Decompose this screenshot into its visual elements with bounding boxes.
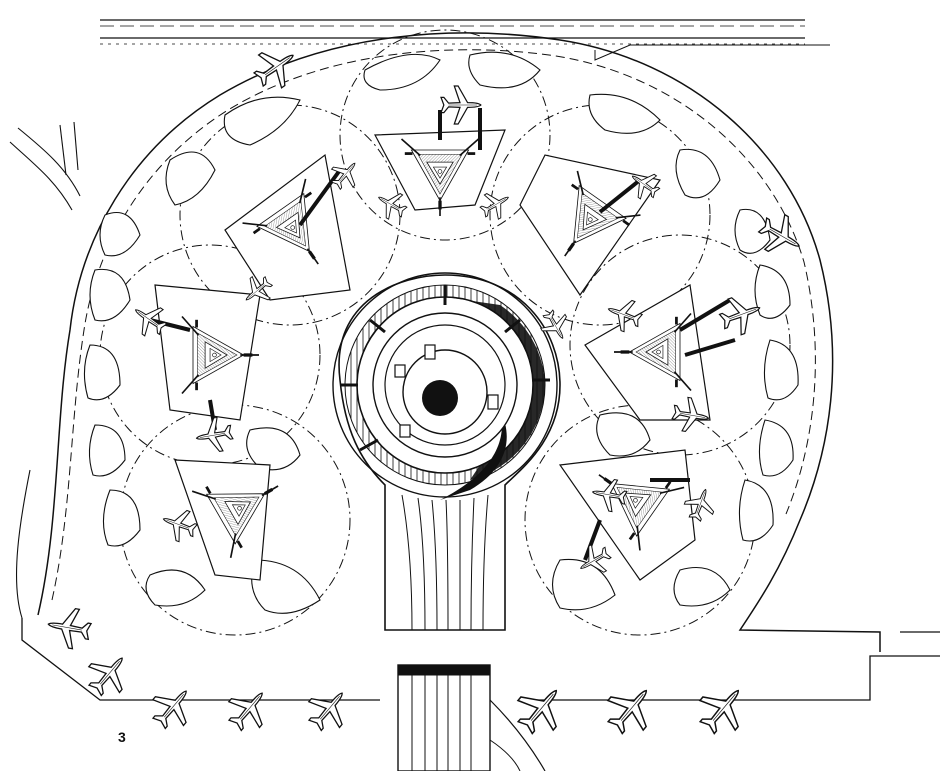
airplane-icon: [79, 644, 139, 704]
top-runway: [100, 19, 805, 45]
left-approach-road: [9, 121, 81, 211]
airplane-icon: [143, 677, 203, 737]
airplane-icon: [440, 85, 482, 125]
figure-number: 3: [118, 729, 126, 745]
airplane-icon: [246, 38, 306, 97]
airplane-icon: [193, 414, 236, 456]
approach-roadway: [397, 494, 546, 771]
airplane-icon: [688, 675, 757, 744]
connector-corridors: [149, 108, 736, 561]
airplane-icon: [506, 675, 575, 744]
airplane-icon: [596, 675, 665, 744]
airplane-icon: [44, 603, 94, 652]
airplane-icon: [219, 679, 279, 739]
central-terminal: [332, 272, 561, 631]
grass-islands: [83, 51, 799, 614]
airplane-icon: [299, 679, 359, 739]
